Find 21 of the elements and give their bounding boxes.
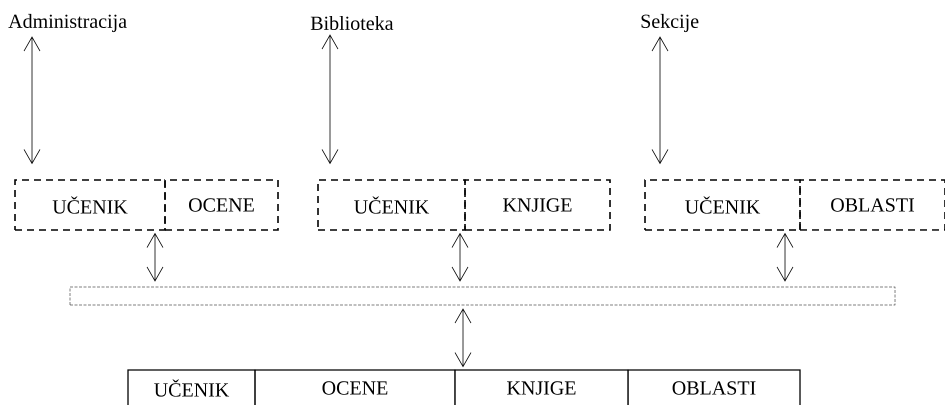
system-label: Sekcije <box>642 14 698 32</box>
arrow <box>322 34 338 164</box>
table-cell: KNJIGE <box>454 369 629 405</box>
arrow <box>24 36 40 164</box>
arrow <box>454 308 472 368</box>
arrow <box>452 232 468 282</box>
table-cell: UČENIK <box>127 369 256 405</box>
table-cell: OCENE <box>164 179 279 231</box>
system-label: Biblioteka <box>310 16 394 30</box>
table-cell: UČENIK <box>644 179 801 231</box>
system-label: Administracija <box>8 14 127 32</box>
table-cell: OBLASTI <box>799 179 945 231</box>
table-cell: OBLASTI <box>627 369 801 405</box>
arrow <box>146 232 164 282</box>
table-cell: KNJIGE <box>464 179 611 231</box>
table-cell: OCENE <box>254 369 456 405</box>
arrow <box>652 36 668 164</box>
table-cell: UČENIK <box>14 179 166 231</box>
arrow <box>776 232 794 282</box>
table-cell: UČENIK <box>317 179 466 231</box>
bar <box>70 286 896 306</box>
